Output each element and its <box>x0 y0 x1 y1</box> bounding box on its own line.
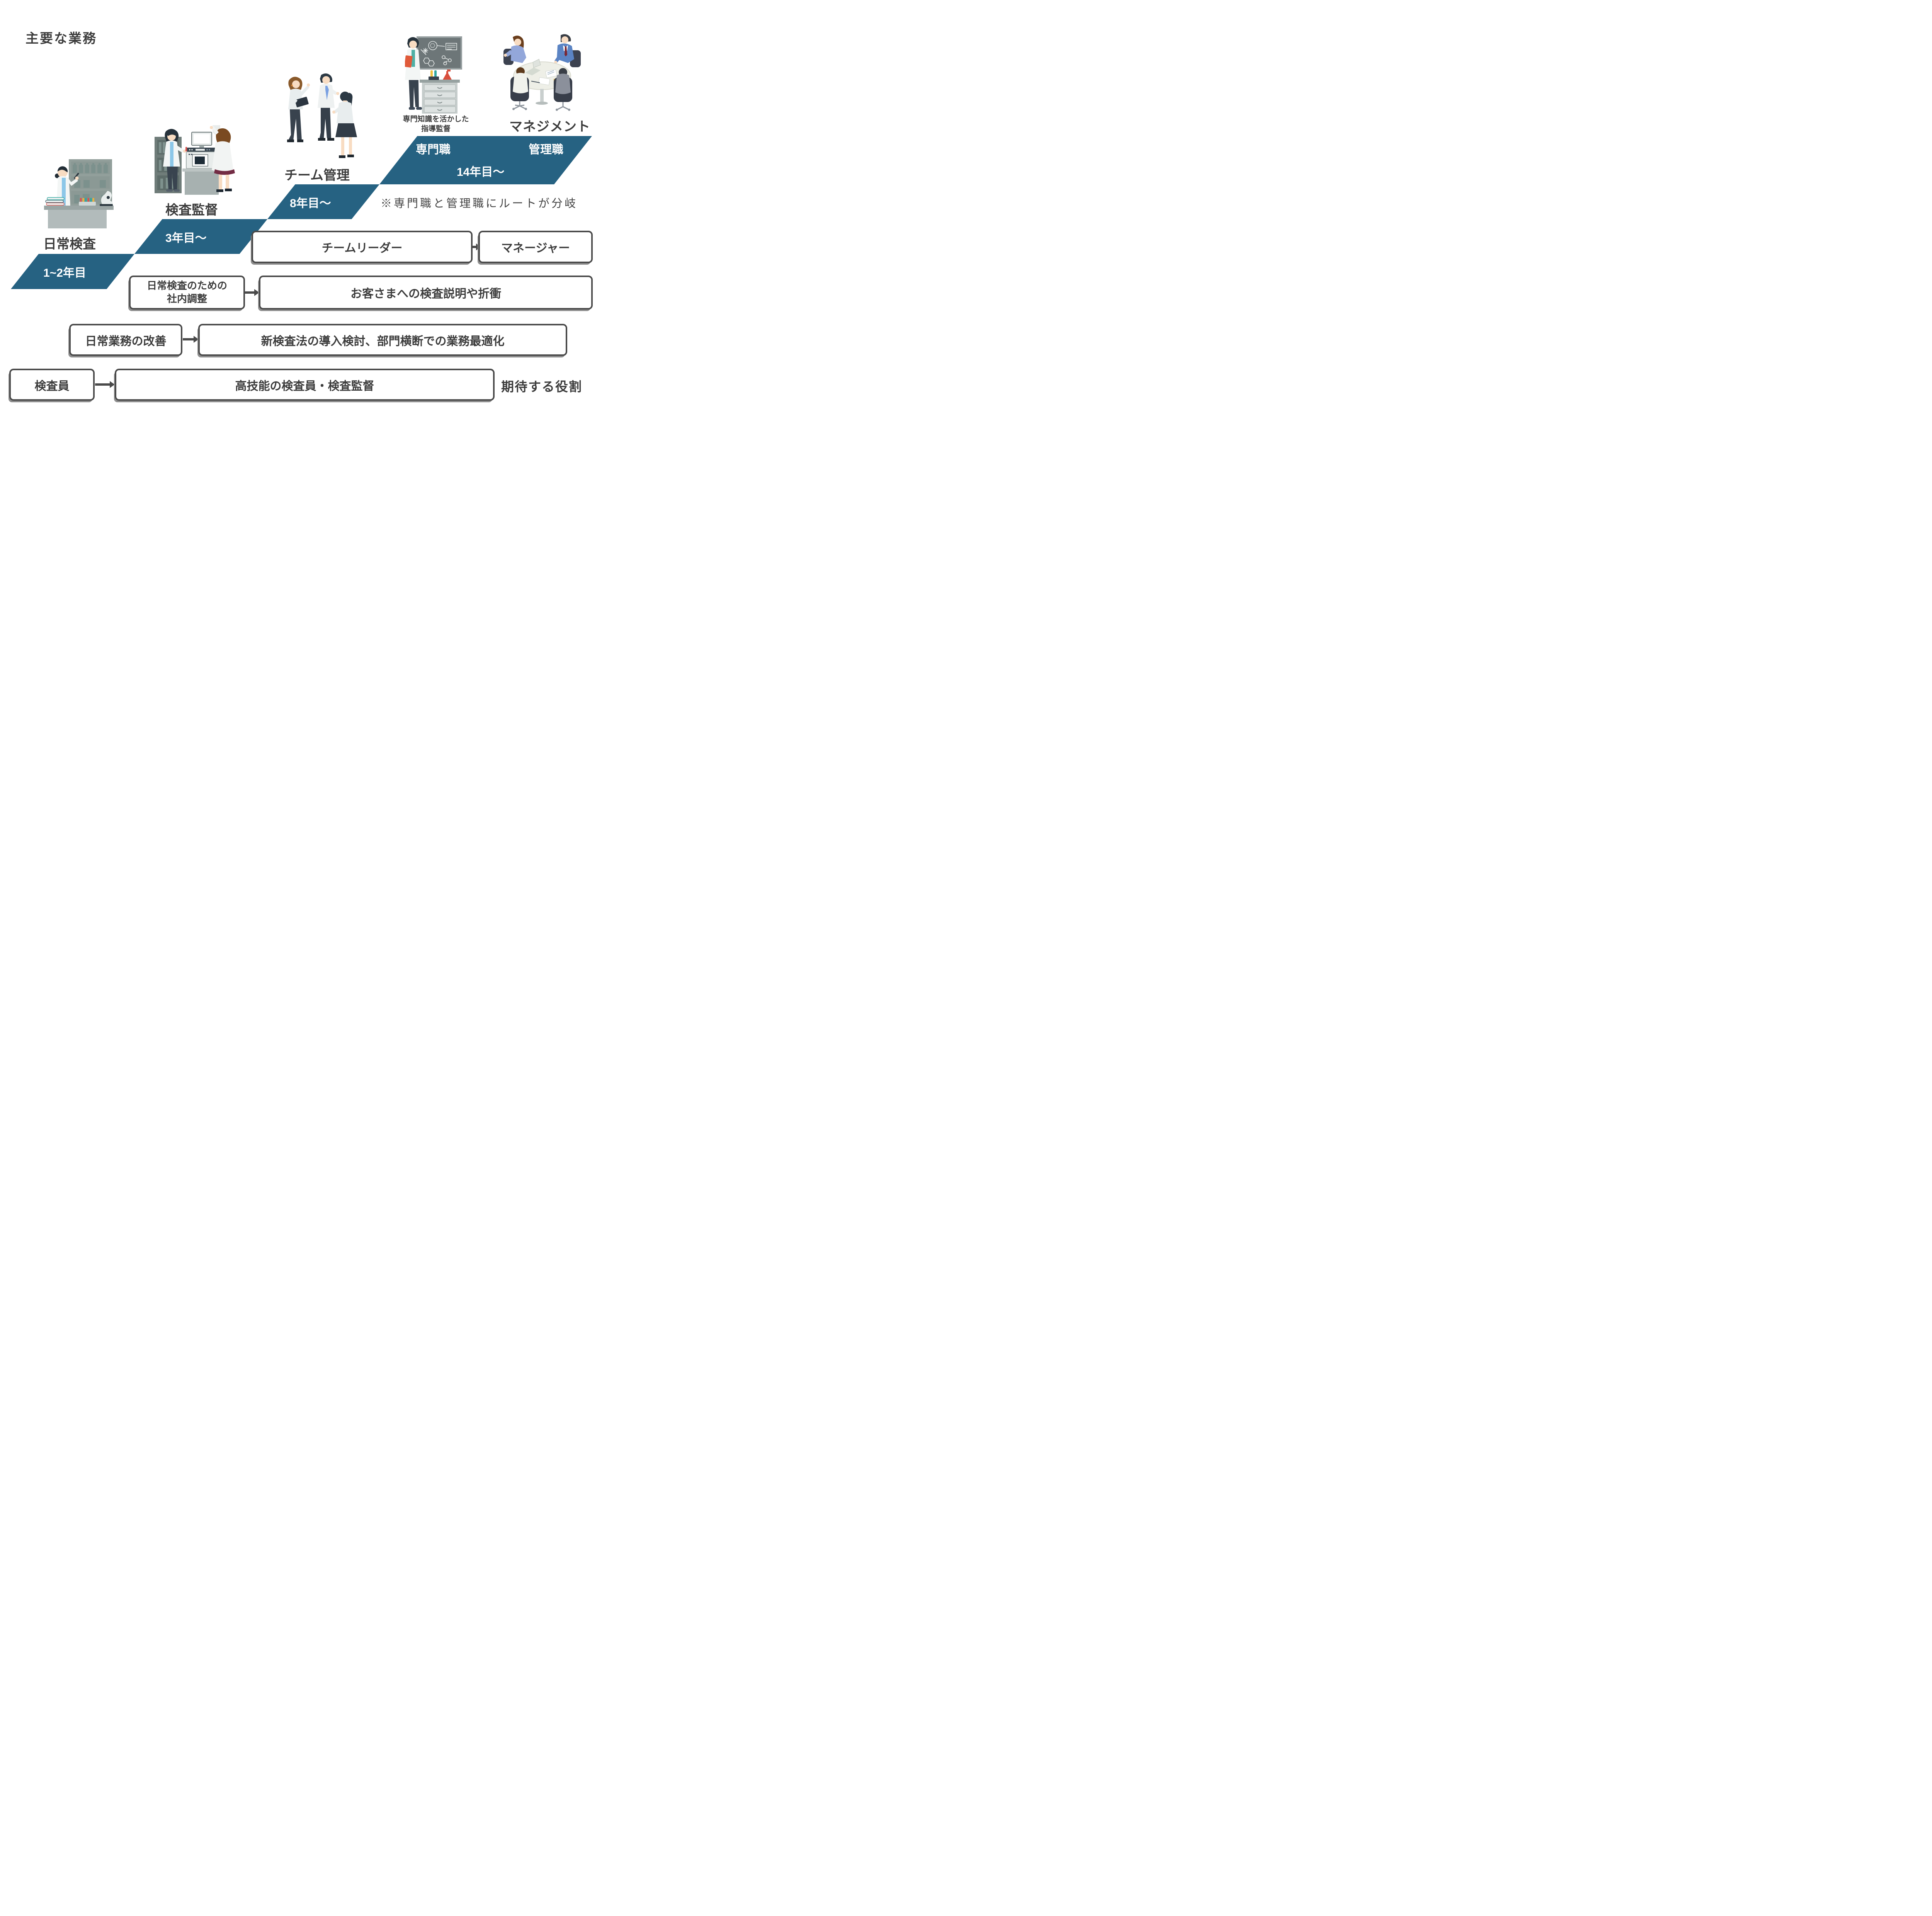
attendee-back-right <box>554 68 572 111</box>
flow-box-label: マネージャー <box>501 242 570 255</box>
specialist-guidance-lab-illustration <box>405 36 462 114</box>
flow-box-manager: マネージャー <box>478 231 593 263</box>
flow-box-label: 新検査法の導入検討、部門横断での業務最適化 <box>261 335 505 348</box>
tube-rack-icon <box>429 70 439 80</box>
management-meeting-illustration <box>503 34 581 111</box>
supervisor-right-back <box>210 126 235 192</box>
step2-label: 検査監督 <box>165 203 218 218</box>
flow-box-label: 高技能の検査員・検査監督 <box>235 379 374 393</box>
team-member-left <box>287 77 310 142</box>
expected-role-label: 期待する役割 <box>501 379 582 394</box>
step1-label: 日常検査 <box>43 237 96 252</box>
flow-box-skilled-inspector: 高技能の検査員・検査監督 <box>115 369 495 401</box>
attendee-back-left <box>510 67 529 110</box>
team-member-right-back <box>332 92 357 158</box>
flow-box-label: チームリーダー <box>321 242 403 255</box>
arrow-row4 <box>95 381 115 388</box>
inspection-supervision-analyzer-illustration <box>155 125 235 195</box>
team-member-center <box>318 73 339 141</box>
cabinet <box>420 80 460 114</box>
step4-band <box>379 136 592 184</box>
career-staircase <box>11 136 592 388</box>
step4-caption: 専門知識を活かした 指導監督 <box>403 115 469 133</box>
flow-box-label: 日常検査のための 社内調整 <box>146 280 227 305</box>
step2-years: 3年目〜 <box>165 232 207 245</box>
flow-box-internal-coordination: 日常検査のための 社内調整 <box>129 276 245 310</box>
flow-box-label: お客さまへの検査説明や折衝 <box>350 288 501 300</box>
career-path-diagram: 主要な業務 日常検査 検査監督 チーム管理 専門知識を活かした 指導監督 マネジ… <box>0 0 597 422</box>
flow-box-label: 日常業務の改善 <box>85 335 167 348</box>
page-title: 主要な業務 <box>26 31 97 46</box>
specialist-figure <box>405 37 422 110</box>
flow-box-label: 検査員 <box>34 379 70 393</box>
flow-box-new-method: 新検査法の導入検討、部門横断での業務最適化 <box>198 324 567 356</box>
molecule-doodles-icon <box>420 41 457 66</box>
step4-track-manager: 管理職 <box>529 143 563 156</box>
books-icon <box>45 197 65 206</box>
flow-box-team-leader: チームリーダー <box>252 231 473 263</box>
arrow-row3 <box>183 336 199 343</box>
documents-icon <box>531 69 557 85</box>
step2-band <box>134 219 267 254</box>
meeting-woman <box>504 36 526 63</box>
management-label: マネジメント <box>509 119 590 134</box>
flow-box-customer-explanation: お客さまへの検査説明や折衝 <box>259 276 593 310</box>
lab-desk-body <box>48 210 107 228</box>
analyzer-desk-body <box>185 172 219 195</box>
branch-note: ※専門職と管理職にルートが分岐 <box>381 197 578 210</box>
step1-years: 1~2年目 <box>43 267 86 279</box>
step3-label: チーム管理 <box>284 168 350 183</box>
analyzer-machine <box>186 132 217 169</box>
arrow-row2 <box>245 289 259 296</box>
lab-desk-top <box>44 206 114 210</box>
analyzer-desk-top <box>182 168 221 172</box>
table-pedestal <box>540 89 544 102</box>
flask-icon <box>443 70 452 80</box>
step3-band <box>267 184 379 219</box>
flow-box-inspector: 検査員 <box>9 369 95 401</box>
step4-years: 14年目〜 <box>457 166 505 179</box>
meeting-man-suit <box>554 34 574 64</box>
step4-track-specialist: 専門職 <box>416 143 451 156</box>
supervisor-left <box>163 129 187 192</box>
daily-inspection-lab-illustration <box>44 159 114 228</box>
flow-box-daily-improvement: 日常業務の改善 <box>69 324 182 356</box>
microscope-icon <box>100 191 113 206</box>
test-tubes-icon <box>79 198 96 206</box>
step1-band <box>11 254 134 289</box>
laptop-icon <box>525 59 541 75</box>
team-management-discussion-illustration <box>287 73 357 158</box>
step3-years: 8年目〜 <box>290 197 331 210</box>
